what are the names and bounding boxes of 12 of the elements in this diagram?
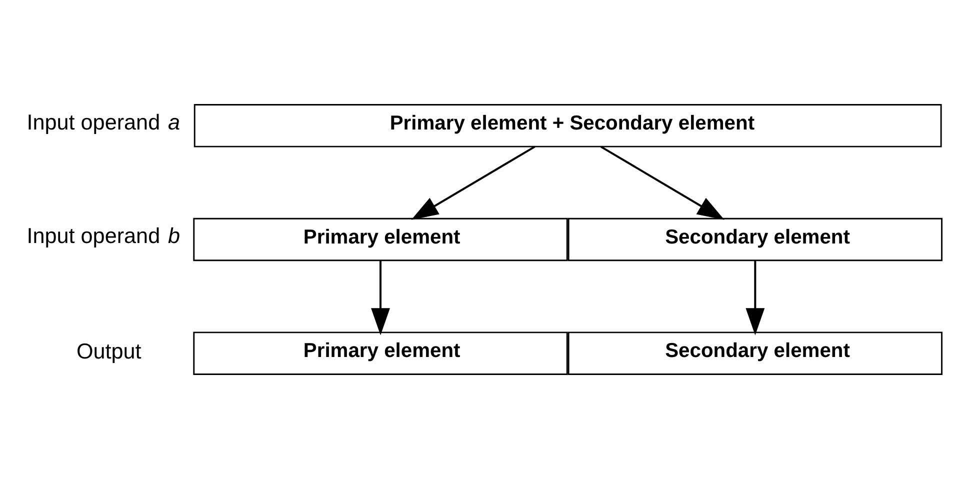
arrow [600,146,724,220]
node-box: Primary element [192,332,568,375]
arrow [410,146,535,220]
node-box: Primary element + Secondary element [193,104,942,148]
node-box: Primary element [192,218,568,262]
label: Output [76,338,141,364]
label: Input operand b [26,223,180,248]
node-box: Secondary element [567,332,942,375]
arrow [370,260,390,336]
arrow [745,260,764,336]
node-box: Secondary element [567,218,942,262]
label: Input operand a [26,109,180,134]
